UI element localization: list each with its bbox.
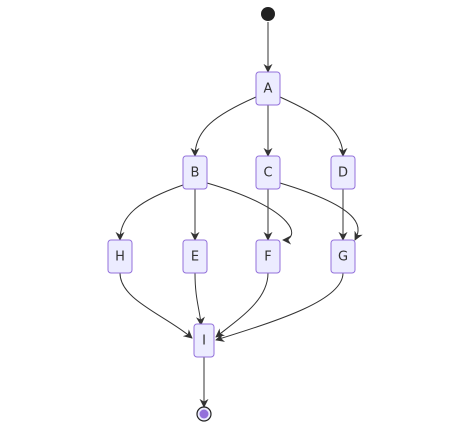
- state-label-d: D: [338, 166, 348, 181]
- edge-A-B: [190, 96, 257, 157]
- edge-H-I: [119, 272, 193, 339]
- nodes-layer: A B C D H E F: [107, 71, 356, 358]
- start-state: [261, 7, 275, 21]
- end-state: [196, 406, 212, 422]
- edges-layer: [115, 22, 363, 408]
- state-label-f: F: [264, 250, 271, 265]
- state-label-e: E: [191, 250, 199, 265]
- state-node-f: F: [255, 239, 281, 274]
- edge-E-I: [194, 272, 205, 326]
- state-node-g: G: [330, 239, 356, 274]
- edge-B-H: [115, 184, 184, 241]
- edge-F-I: [215, 272, 269, 338]
- state-node-e: E: [182, 239, 208, 274]
- state-label-c: C: [263, 166, 272, 181]
- edge-A-D: [279, 96, 348, 157]
- pseudo-states: [196, 7, 275, 422]
- state-label-b: B: [191, 166, 200, 181]
- state-label-g: G: [338, 250, 348, 265]
- state-node-a: A: [255, 71, 281, 106]
- state-node-i: I: [193, 323, 215, 358]
- state-node-d: D: [330, 155, 356, 190]
- state-label-i: I: [202, 334, 206, 349]
- state-node-b: B: [182, 155, 208, 190]
- state-node-h: H: [107, 239, 133, 274]
- edge-B-F: [206, 182, 293, 245]
- edge-G-I: [215, 272, 344, 342]
- state-label-h: H: [115, 250, 125, 265]
- end-state-inner-dot: [199, 409, 209, 419]
- edge-C-G: [279, 182, 363, 241]
- state-label-a: A: [264, 82, 273, 97]
- state-node-c: C: [255, 155, 281, 190]
